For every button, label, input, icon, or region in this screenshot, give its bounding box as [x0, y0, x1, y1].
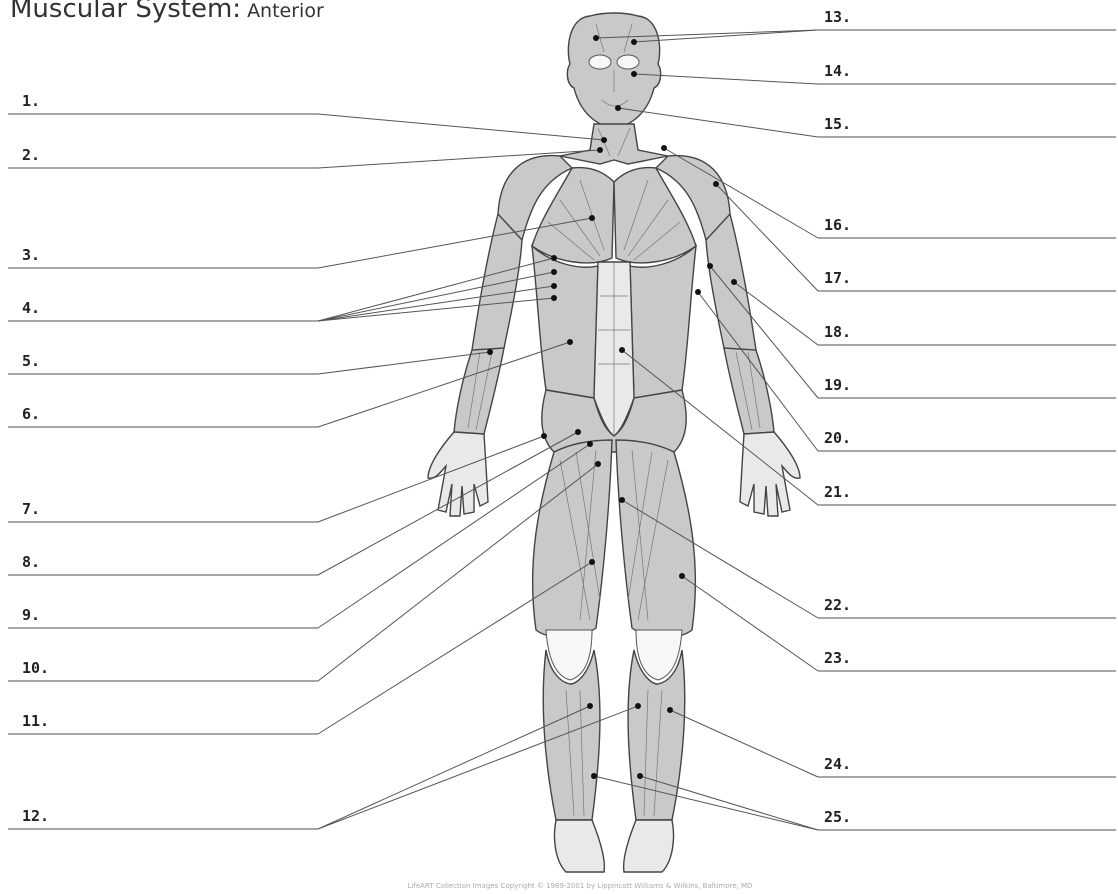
hand-left: [428, 432, 488, 516]
leader-4b: [318, 272, 554, 321]
label-17: 17.: [824, 269, 851, 287]
hand-right: [740, 432, 800, 516]
oblique-right: [630, 246, 696, 398]
leader-24: [670, 710, 818, 777]
copyright-credit: LifeART Collection Images Copyright © 19…: [408, 882, 753, 890]
left-number-labels: 1. 2. 3. 4. 5. 6. 7. 8. 9. 10. 11. 12.: [22, 92, 49, 825]
leader-15: [618, 108, 818, 137]
label-1: 1.: [22, 92, 40, 110]
leader-7: [318, 436, 544, 522]
thigh-left: [533, 440, 612, 637]
label-12: 12.: [22, 807, 49, 825]
label-14: 14.: [824, 62, 851, 80]
upper-arm-right: [706, 214, 756, 354]
label-16: 16.: [824, 216, 851, 234]
label-7: 7.: [22, 500, 40, 518]
label-18: 18.: [824, 323, 851, 341]
label-15: 15.: [824, 115, 851, 133]
label-19: 19.: [824, 376, 851, 394]
left-rules: [8, 114, 318, 829]
neck: [560, 124, 668, 164]
leader-6: [318, 342, 570, 427]
thigh-right: [616, 440, 695, 637]
label-4: 4.: [22, 299, 40, 317]
label-9: 9.: [22, 606, 40, 624]
leader-23: [682, 576, 818, 671]
leader-5: [318, 352, 490, 374]
forearm-left: [454, 348, 504, 434]
label-21: 21.: [824, 483, 851, 501]
label-11: 11.: [22, 712, 49, 730]
label-6: 6.: [22, 405, 40, 423]
label-22: 22.: [824, 596, 851, 614]
label-8: 8.: [22, 553, 40, 571]
leader-14: [634, 74, 818, 84]
eye-right: [617, 55, 639, 69]
leader-4d: [318, 298, 554, 321]
foot-left: [554, 820, 604, 872]
label-5: 5.: [22, 352, 40, 370]
foot-right: [624, 820, 674, 872]
label-13: 13.: [824, 8, 851, 26]
label-3: 3.: [22, 246, 40, 264]
oblique-left: [532, 246, 598, 398]
label-20: 20.: [824, 429, 851, 447]
leader-4c: [318, 286, 554, 321]
forearm-right: [724, 348, 774, 434]
label-24: 24.: [824, 755, 851, 773]
label-23: 23.: [824, 649, 851, 667]
leader-4a: [318, 258, 554, 321]
right-rules: [818, 30, 1116, 830]
label-10: 10.: [22, 659, 49, 677]
label-2: 2.: [22, 146, 40, 164]
eye-left: [589, 55, 611, 69]
leader-1: [318, 114, 604, 140]
right-number-labels: 13. 14. 15. 16. 17. 18. 19. 20. 21. 22. …: [824, 8, 851, 826]
label-25: 25.: [824, 808, 851, 826]
leader-25a: [594, 776, 818, 830]
